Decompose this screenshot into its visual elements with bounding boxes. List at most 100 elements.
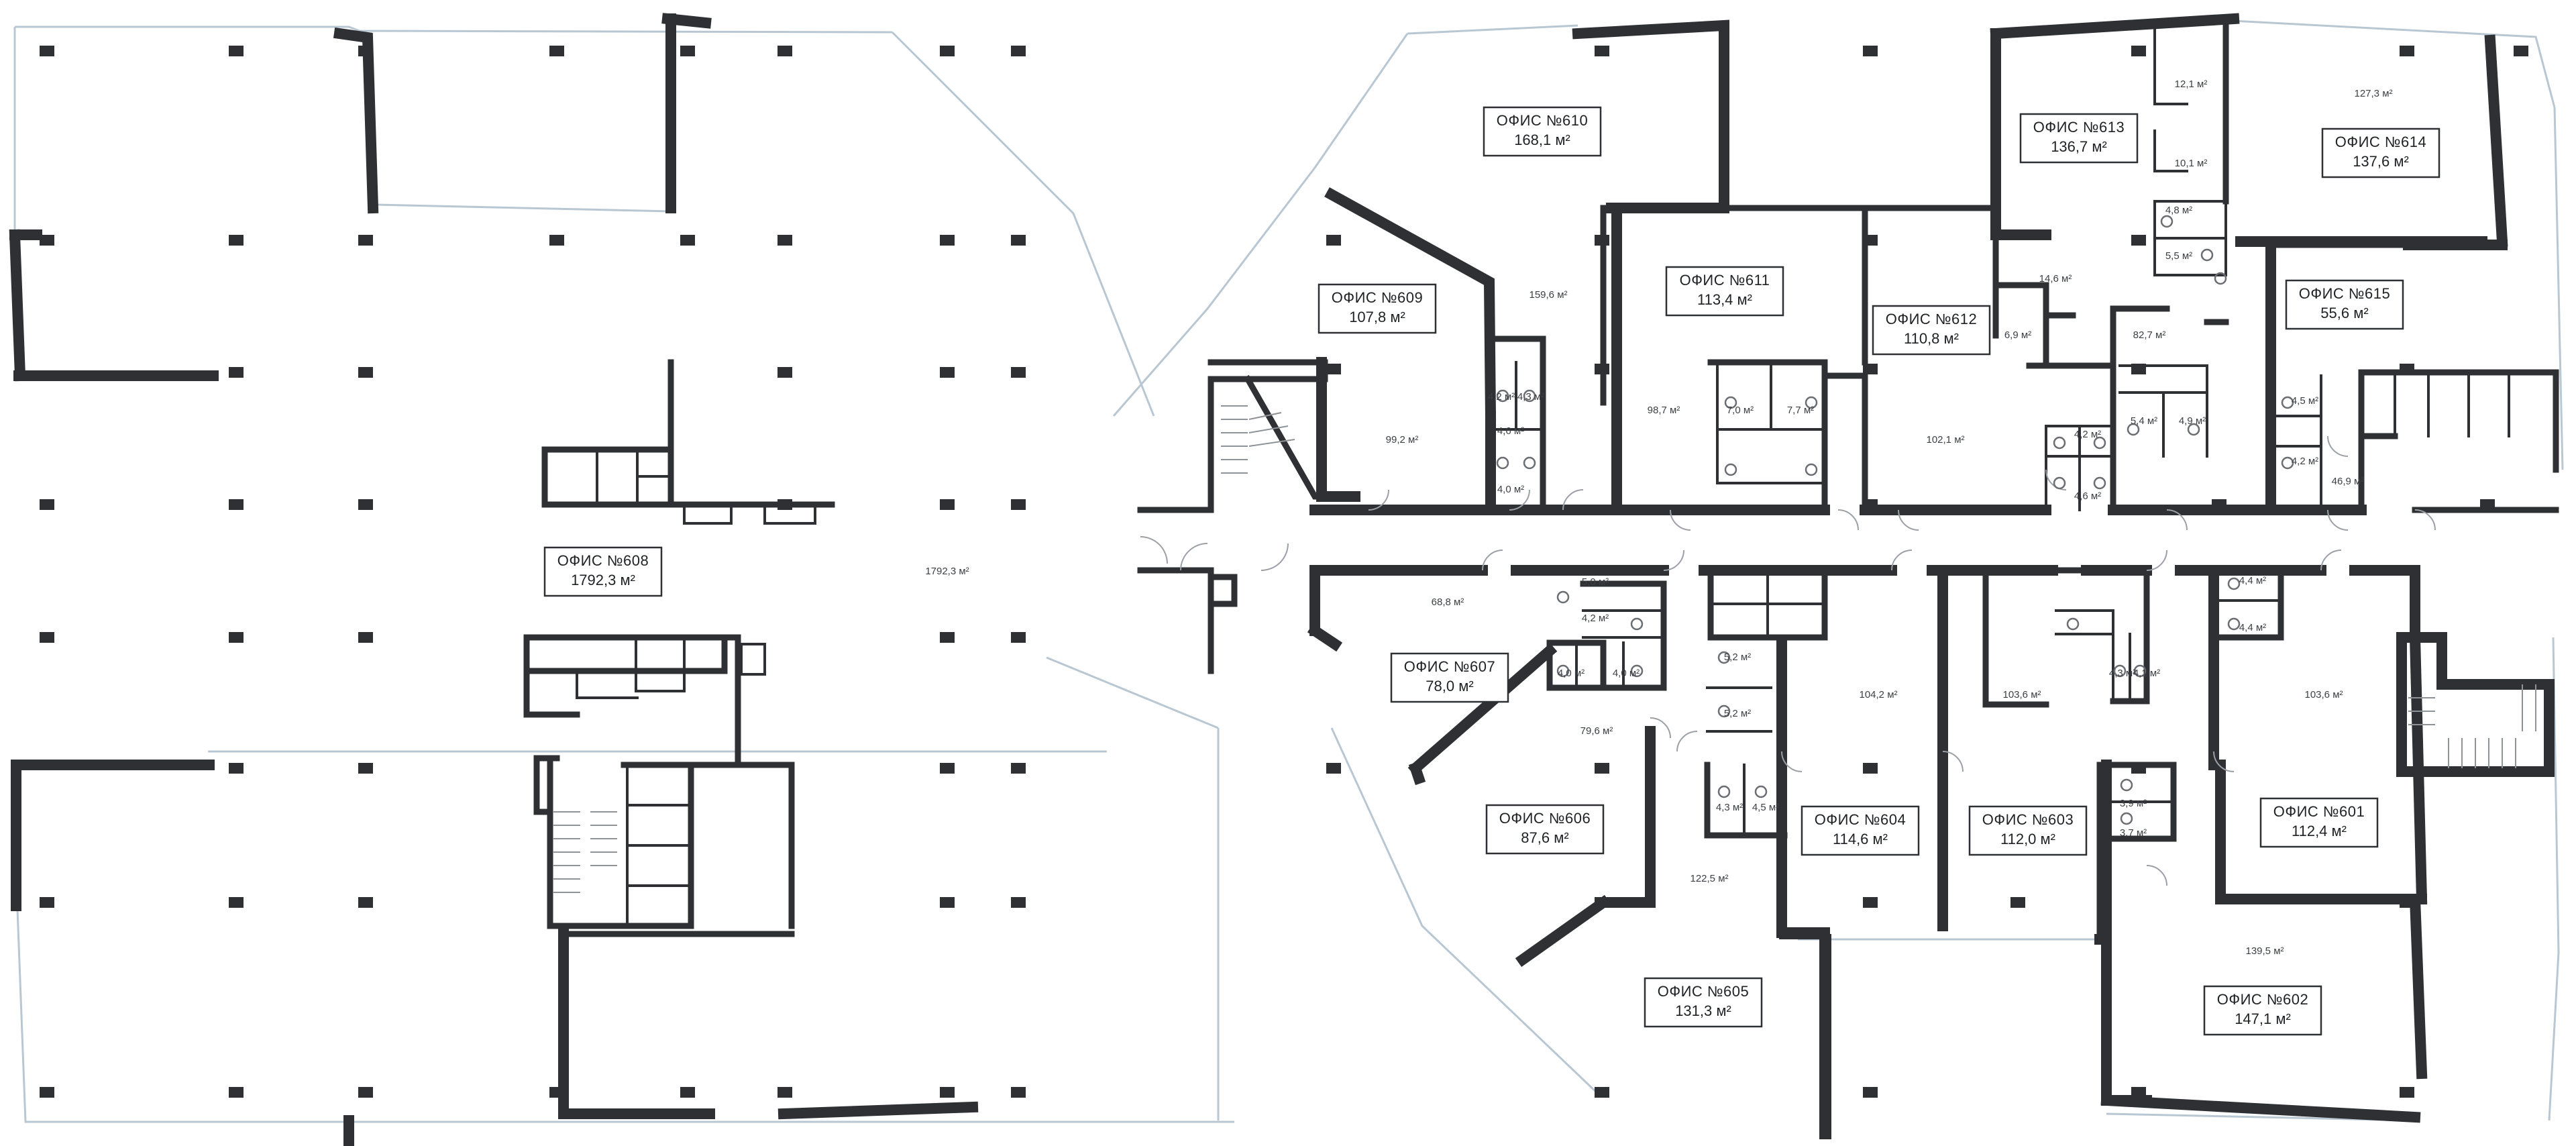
column bbox=[1011, 46, 1026, 56]
column bbox=[229, 632, 244, 643]
column bbox=[358, 763, 373, 774]
column bbox=[229, 763, 244, 774]
office-601-area: 112,4 м² bbox=[2292, 823, 2347, 839]
room-area-labels: 1792,3 м² 159,6 м² 4,2 м² 4,3 м² 4,6 м² … bbox=[925, 79, 2392, 957]
office-603-area: 112,0 м² bbox=[2000, 831, 2055, 847]
office-label-614[interactable]: ОФИС №614 137,6 м² bbox=[2321, 127, 2440, 178]
office-615-name: ОФИС №615 bbox=[2299, 285, 2390, 302]
area-609-wc-c: 4,6 м² bbox=[1497, 425, 1524, 437]
office-label-601[interactable]: ОФИС №601 112,4 м² bbox=[2259, 797, 2379, 848]
column bbox=[2400, 897, 2414, 908]
office-606-area: 87,6 м² bbox=[1521, 829, 1568, 846]
column bbox=[40, 46, 54, 56]
column bbox=[358, 499, 373, 510]
column bbox=[1326, 763, 1341, 774]
office-label-612[interactable]: ОФИС №612 110,8 м² bbox=[1872, 305, 1991, 356]
stair-west bbox=[1221, 405, 1295, 474]
column bbox=[2131, 1087, 2146, 1098]
column bbox=[777, 367, 792, 378]
office-label-615[interactable]: ОФИС №615 55,6 м² bbox=[2285, 279, 2404, 330]
column bbox=[229, 1087, 244, 1098]
office-602-name: ОФИС №602 bbox=[2217, 991, 2308, 1008]
column bbox=[229, 499, 244, 510]
area-602-main: 139,5 м² bbox=[2245, 945, 2284, 957]
column bbox=[1011, 897, 1026, 908]
area-603-wc-a: 4,3 м² bbox=[2109, 668, 2136, 679]
office-604-name: ОФИС №604 bbox=[1815, 811, 1906, 828]
column bbox=[680, 46, 695, 56]
column bbox=[40, 632, 54, 643]
area-613-c: 82,7 м² bbox=[2133, 329, 2166, 341]
office-610-name: ОФИС №610 bbox=[1497, 112, 1588, 129]
column bbox=[1863, 1087, 1878, 1098]
office-label-605[interactable]: ОФИС №605 131,3 м² bbox=[1644, 977, 1763, 1028]
office-label-609[interactable]: ОФИС №609 107,8 м² bbox=[1318, 283, 1437, 334]
area-612-wc-a: 4,2 м² bbox=[2074, 429, 2101, 440]
area-602-wc-a: 3,9 м² bbox=[2120, 798, 2147, 809]
area-601-main: 103,6 м² bbox=[2304, 689, 2343, 700]
office-labels: ОФИС №608 1792,3 м² ОФИС №609 107,8 м² О… bbox=[543, 106, 2440, 1036]
column bbox=[358, 235, 373, 246]
area-609-wc-b: 4,3 м² bbox=[1517, 391, 1544, 403]
area-601-wc-a: 4,4 м² bbox=[2239, 575, 2266, 586]
office-label-611[interactable]: ОФИС №611 113,4 м² bbox=[1665, 266, 1784, 317]
area-609-wc-d: 4,0 м² bbox=[1497, 484, 1524, 495]
stair-east bbox=[2408, 684, 2536, 768]
area-613-wc-b: 5,5 м² bbox=[2165, 250, 2192, 262]
office-label-603[interactable]: ОФИС №603 112,0 м² bbox=[1968, 805, 2088, 856]
office-label-607[interactable]: ОФИС №607 78,0 м² bbox=[1390, 652, 1509, 703]
area-613-e: 10,1 м² bbox=[2175, 158, 2208, 169]
stairs bbox=[553, 405, 2536, 893]
area-611-wc-b: 7,7 м² bbox=[1787, 405, 1814, 416]
column bbox=[229, 235, 244, 246]
office-605-name: ОФИС №605 bbox=[1658, 983, 1749, 1000]
toilet-fixtures bbox=[1496, 215, 2294, 825]
column bbox=[2400, 1087, 2414, 1098]
office-label-606[interactable]: ОФИС №606 87,6 м² bbox=[1485, 804, 1605, 855]
area-613-wc-d: 4,9 м² bbox=[2179, 415, 2206, 427]
office-label-613[interactable]: ОФИС №613 136,7 м² bbox=[2019, 113, 2139, 164]
area-607-wc-b: 4,2 м² bbox=[1582, 613, 1609, 624]
column bbox=[358, 632, 373, 643]
office-604-area: 114,6 м² bbox=[1833, 831, 1888, 847]
column bbox=[940, 1087, 955, 1098]
office-601-name: ОФИС №601 bbox=[2273, 803, 2365, 820]
office-label-602[interactable]: ОФИС №602 147,1 м² bbox=[2203, 985, 2322, 1036]
column bbox=[1595, 46, 1609, 56]
column bbox=[1011, 763, 1026, 774]
area-611-main: 98,7 м² bbox=[1648, 405, 1680, 416]
column bbox=[229, 46, 244, 56]
column bbox=[40, 499, 54, 510]
column bbox=[1863, 235, 1878, 246]
column bbox=[1595, 364, 1609, 374]
office-614-area: 137,6 м² bbox=[2353, 153, 2409, 170]
column bbox=[2400, 46, 2414, 56]
office-label-604[interactable]: ОФИС №604 114,6 м² bbox=[1801, 805, 1920, 856]
office-609-area: 107,8 м² bbox=[1349, 309, 1405, 325]
office-605-area: 131,3 м² bbox=[1675, 1002, 1731, 1019]
column bbox=[358, 367, 373, 378]
area-601-wc-b: 4,4 м² bbox=[2239, 622, 2266, 633]
area-614-main: 127,3 м² bbox=[2354, 88, 2392, 99]
column bbox=[358, 1087, 373, 1098]
area-607-wc-d: 4,0 м² bbox=[1613, 668, 1640, 679]
area-613-d: 12,1 м² bbox=[2175, 79, 2208, 90]
office-label-608[interactable]: ОФИС №608 1792,3 м² bbox=[543, 546, 663, 597]
area-607-main: 68,8 м² bbox=[1432, 596, 1464, 608]
column bbox=[1011, 499, 1026, 510]
column bbox=[940, 763, 955, 774]
office-label-610[interactable]: ОФИС №610 168,1 м² bbox=[1483, 106, 1602, 157]
column bbox=[40, 1087, 54, 1098]
office-614-name: ОФИС №614 bbox=[2335, 134, 2426, 150]
office-607-name: ОФИС №607 bbox=[1404, 658, 1495, 675]
area-613-b: 14,6 м² bbox=[2039, 273, 2072, 284]
column bbox=[2010, 897, 2025, 908]
area-605-wc-d: 4,5 м² bbox=[1752, 802, 1779, 813]
office-613-area: 136,7 м² bbox=[2051, 138, 2107, 155]
column bbox=[40, 897, 54, 908]
column bbox=[940, 367, 955, 378]
column bbox=[229, 897, 244, 908]
area-613-a: 6,9 м² bbox=[2004, 329, 2031, 341]
column bbox=[2400, 364, 2414, 374]
